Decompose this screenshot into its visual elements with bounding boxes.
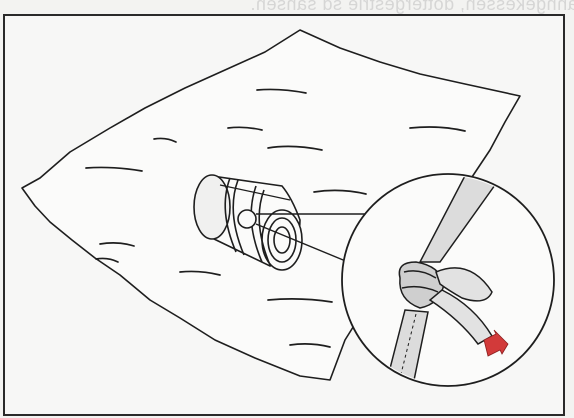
instruction-illustration <box>0 0 574 418</box>
